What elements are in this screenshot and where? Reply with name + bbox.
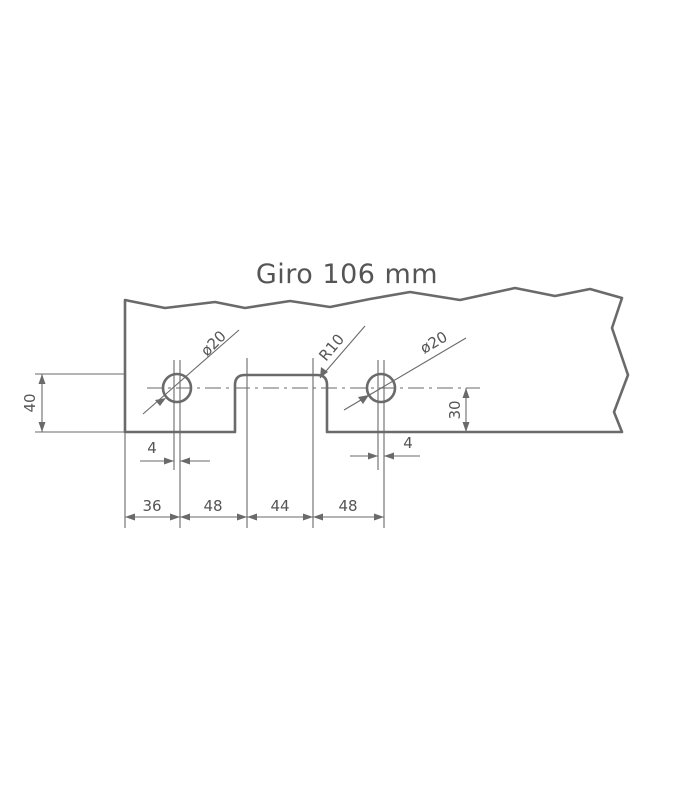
offset-right-label: 4 <box>403 434 413 452</box>
leader-notch-radius: R10 <box>315 325 366 379</box>
dimension-height-left-label: 40 <box>21 393 39 412</box>
spacing-2-label: 48 <box>203 497 222 515</box>
dimension-offset-right: 4 <box>350 434 420 460</box>
spacing-3-label: 44 <box>270 497 289 515</box>
dimension-height-right-label: 30 <box>446 400 464 419</box>
dimension-height-right: 30 <box>446 388 470 432</box>
dimension-chain-bottom: 36 48 44 48 <box>125 497 384 521</box>
hole-right-diameter-label: ø20 <box>417 328 450 358</box>
leader-hole-left-diameter: ø20 <box>142 327 240 415</box>
leader-hole-right-diameter: ø20 <box>343 328 467 411</box>
glass-panel-outline <box>123 286 630 434</box>
drawing-title: Giro 106 mm <box>256 259 438 290</box>
spacing-1-label: 36 <box>142 497 161 515</box>
notch-radius-label: R10 <box>315 330 348 364</box>
hole-left-diameter-label: ø20 <box>197 327 230 360</box>
offset-left-label: 4 <box>147 439 157 457</box>
spacing-4-label: 48 <box>338 497 357 515</box>
dimension-offset-left: 4 <box>140 439 210 465</box>
dimension-height-left: 40 <box>21 374 46 432</box>
